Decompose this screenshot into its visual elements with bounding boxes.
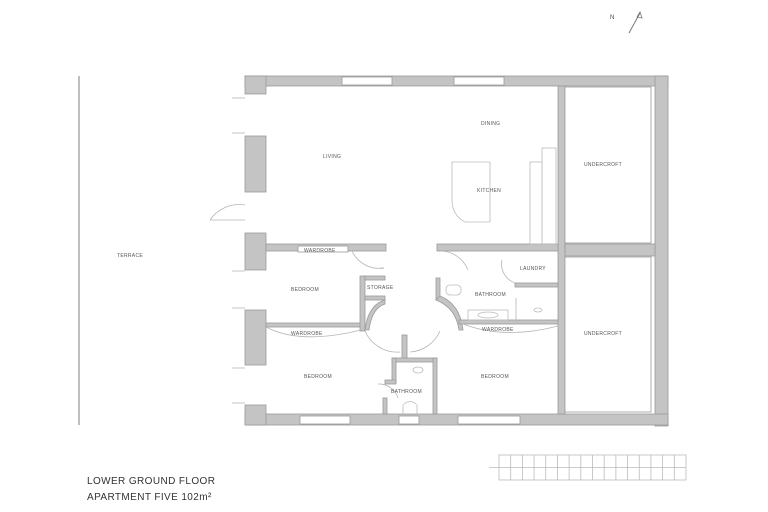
room-label-wardrobe-right: WARDROBE [482,327,514,333]
room-label-undercroft-top: UNDERCROFT [584,162,622,168]
scale-bar-icon [489,454,687,481]
room-label-bathroom-main: BATHROOM [475,292,506,298]
room-label-dining: DINING [481,121,500,127]
room-label-undercroft-bottom: UNDERCROFT [584,331,622,337]
room-label-living: LIVING [323,154,341,160]
drawing-title-apartment: APARTMENT FIVE 102m² [87,492,212,503]
window-ticks-left [232,97,245,404]
room-label-bedroom-2: BEDROOM [304,374,332,380]
room-label-bedroom-3: BEDROOM [481,374,509,380]
door-swings [265,250,559,399]
room-label-kitchen: KITCHEN [477,188,501,194]
bathroom-fixtures [402,284,543,414]
room-label-wardrobe-mid-left: WARDROBE [291,331,323,337]
room-label-bathroom-small: BATHROOM [391,389,422,395]
room-label-storage: STORAGE [367,285,394,291]
windows-top [341,76,505,86]
terrace-door [209,204,246,221]
interior-walls [265,243,559,415]
room-label-bedroom-1: BEDROOM [291,287,319,293]
north-arrow-icon: N [610,11,643,34]
room-label-laundry: LAUNDRY [520,266,546,272]
windows-bottom [299,415,521,425]
room-label-terrace: TERRACE [117,253,143,259]
undercroft-walls [557,85,656,415]
north-label: N [610,15,614,21]
drawing-title-floor: LOWER GROUND FLOOR [87,476,216,487]
room-label-wardrobe-top-left: WARDROBE [304,248,336,254]
kitchen-fixtures [451,147,557,245]
